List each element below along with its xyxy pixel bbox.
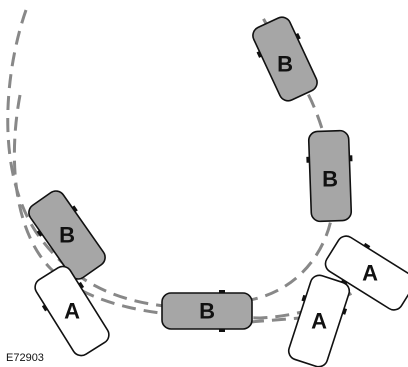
figure-id: E72903 bbox=[6, 352, 44, 364]
car-a-bottom-right-label: A bbox=[311, 309, 327, 334]
car-b-bottom-label: B bbox=[199, 299, 215, 324]
car-b-right-label: B bbox=[322, 167, 338, 192]
car-a-right: A bbox=[324, 235, 408, 311]
car-b-bottom: B bbox=[161, 290, 253, 332]
car-a-bottom-right: A bbox=[287, 274, 351, 367]
car-b-right: B bbox=[306, 129, 353, 223]
car-b-top: B bbox=[252, 16, 318, 102]
car-a-left-label: A bbox=[64, 299, 80, 324]
path-connector bbox=[249, 316, 301, 324]
car-b-left-label: B bbox=[59, 223, 75, 248]
car-a-left: A bbox=[34, 265, 110, 357]
car-b-top-label: B bbox=[277, 52, 293, 77]
car-a-right-label: A bbox=[362, 261, 378, 286]
car-b-left: B bbox=[28, 190, 106, 280]
